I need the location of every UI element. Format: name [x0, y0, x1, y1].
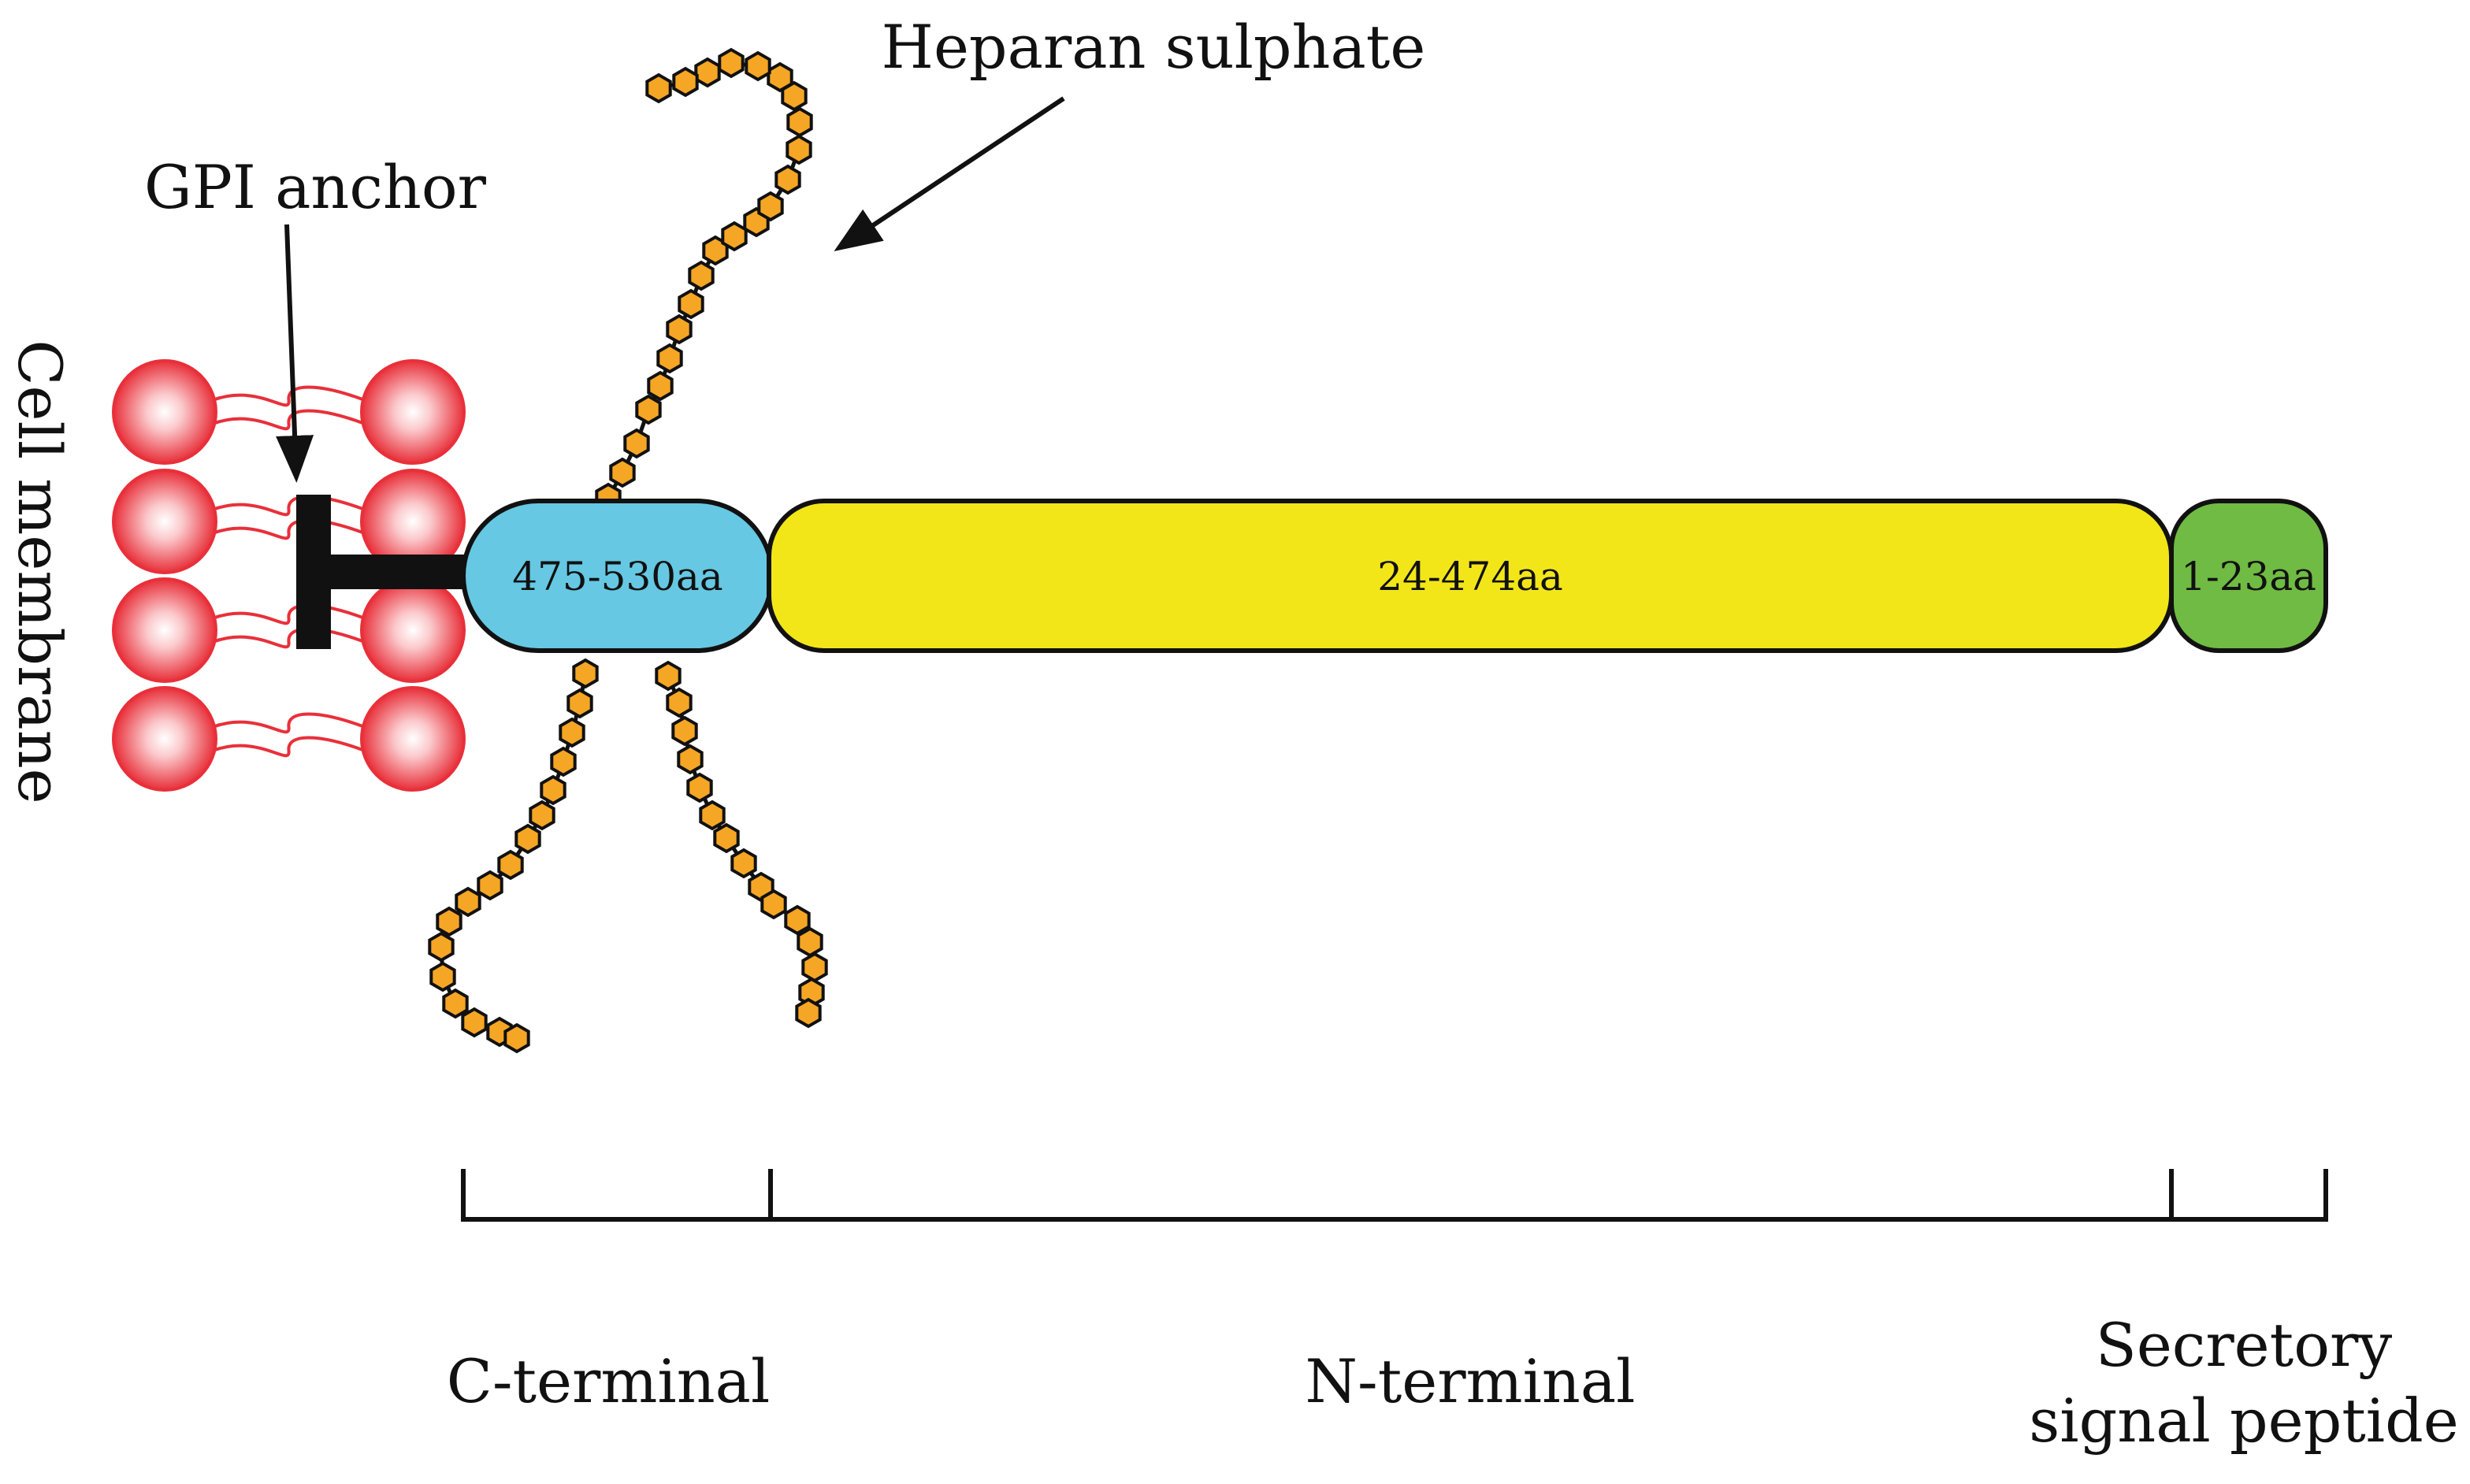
lipid-tail [212, 712, 366, 734]
sugar-unit [678, 288, 704, 320]
lipid-head [360, 577, 466, 683]
sugar-unit [559, 717, 585, 748]
sugar-unit [540, 774, 566, 806]
lipid-tail [212, 518, 366, 540]
sugar-unit [671, 715, 698, 747]
sugar-unit [609, 457, 636, 488]
sugar-unit [767, 61, 793, 93]
sugar-unit [795, 997, 822, 1029]
sugar-unit [730, 848, 757, 879]
sugar-unit [429, 961, 456, 992]
secretory-label-line1: Secretory [2096, 1310, 2393, 1380]
sugar-unit [718, 47, 745, 79]
sugar-unit [784, 904, 811, 936]
sugar-unit [666, 313, 693, 345]
sugar-unit [623, 428, 650, 459]
protein-domains: 475-530aa 24-474aa 1-23aa [461, 499, 2328, 653]
sugar-unit [503, 1022, 530, 1054]
sugar-unit [436, 906, 462, 937]
sugar-unit [566, 688, 593, 719]
heparan-sulphate-chain-right [655, 660, 828, 1029]
sugar-unit [774, 164, 801, 195]
sugar-unit [801, 952, 828, 983]
sugar-unit [635, 394, 662, 425]
sugar-unit [688, 260, 715, 291]
sugar-unit [514, 823, 541, 855]
heparan-sulphate-label: Heparan sulphate [882, 12, 1426, 82]
lipid-tail [212, 385, 366, 407]
sugar-unit [786, 106, 813, 138]
sugar-unit [786, 134, 812, 165]
sugar-unit [497, 849, 524, 881]
lipid-tail [212, 495, 366, 517]
lipid-head [112, 577, 217, 683]
heparan-sulphate-chains [428, 47, 828, 1054]
lipid-tail [212, 627, 366, 649]
heparan-sulphate-chain-left [428, 658, 599, 1054]
sugar-unit [666, 687, 693, 718]
sugar-unit [461, 1007, 488, 1038]
secretory-label-line2: signal peptide [2029, 1386, 2458, 1456]
sugar-unit [721, 221, 748, 252]
sugar-unit [694, 57, 721, 88]
sugar-unit [686, 772, 713, 803]
sugar-unit [713, 822, 740, 854]
gpi-anchor [296, 495, 477, 649]
lipid-head [112, 686, 217, 792]
sugar-unit [645, 72, 672, 104]
sugar-unit [442, 988, 469, 1019]
gpi-anchor-arrow [276, 224, 314, 483]
c-terminal-domain-label: 475-530aa [512, 554, 722, 599]
cell-membrane-bilayer [112, 359, 466, 792]
sugar-unit [550, 746, 577, 777]
lipid-head [112, 469, 217, 574]
heparan-sulphate-arrow [834, 96, 1065, 251]
sugar-unit [655, 660, 682, 692]
sugar-unit [572, 658, 599, 689]
sugar-unit [760, 889, 787, 920]
sugar-unit [677, 744, 704, 775]
cell-membrane-label: Cell membrane [5, 339, 75, 803]
c-terminal-label: C-terminal [447, 1346, 771, 1416]
gpi-anchor-label: GPI anchor [144, 152, 487, 222]
lipid-head [360, 686, 466, 792]
signal-peptide-domain [2169, 499, 2328, 653]
region-brackets [461, 1169, 2328, 1222]
n-terminal-label: N-terminal [1306, 1346, 1636, 1416]
lipid-tail [212, 603, 366, 625]
lipid-tail [212, 736, 366, 758]
lipid-tail [212, 409, 366, 431]
signal-peptide-domain-label: 1-23aa [2181, 554, 2316, 599]
sugar-unit [529, 800, 555, 831]
sugar-unit [656, 343, 683, 374]
sugar-unit [672, 66, 699, 98]
sugar-unit [428, 931, 455, 963]
lipid-head [112, 359, 217, 465]
n-terminal-domain-label: 24-474aa [1377, 554, 1563, 599]
sugar-unit [477, 870, 503, 901]
lipid-head [360, 359, 466, 465]
sugar-unit [455, 886, 481, 918]
sugar-unit [647, 370, 674, 402]
sugar-unit [745, 50, 771, 82]
heparan-sulphate-chain-top [595, 47, 813, 514]
sugar-unit [797, 926, 823, 958]
sugar-unit [699, 800, 726, 831]
sugar-unit [757, 191, 784, 222]
